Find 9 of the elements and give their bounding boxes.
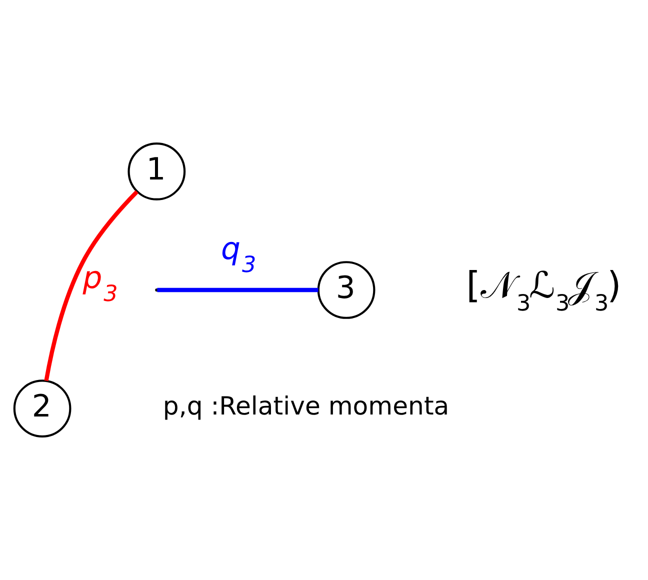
node-circle: 3 <box>317 261 376 319</box>
label: p,q :Relative momenta <box>162 392 450 421</box>
node-circle: 2 <box>13 380 72 438</box>
node-circle: 1 <box>128 142 186 200</box>
edge-label: p$_{3}$ <box>82 261 118 308</box>
connector <box>157 288 318 292</box>
label: [𝒩$_{3}$ℒ$_{3}$𝒥$_{3}$) <box>466 263 622 316</box>
edge-label: q$_{3}$ <box>221 232 256 278</box>
connector <box>44 190 138 382</box>
